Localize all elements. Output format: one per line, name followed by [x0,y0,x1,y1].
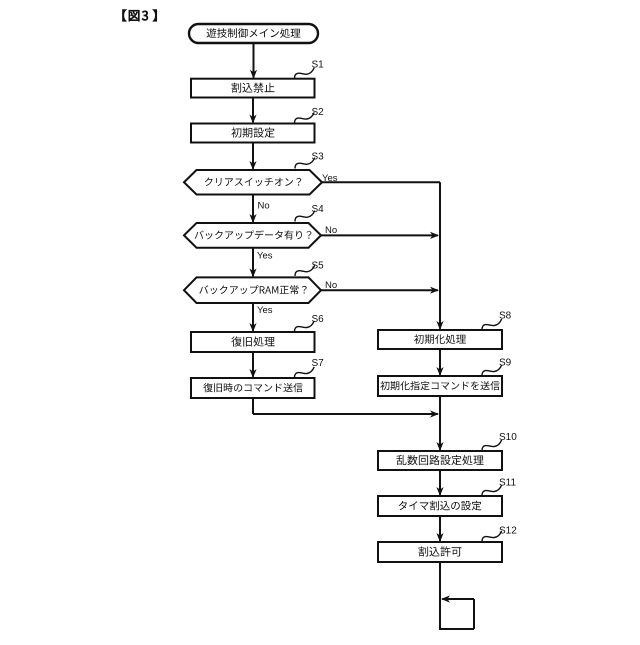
svg-text:S10: S10 [499,432,517,443]
svg-text:S6: S6 [312,314,325,325]
svg-text:S12: S12 [499,526,517,537]
svg-text:S5: S5 [312,261,325,272]
svg-text:S8: S8 [499,310,512,321]
svg-text:Yes: Yes [257,305,273,316]
svg-text:S4: S4 [312,204,325,215]
svg-text:No: No [258,201,270,212]
svg-text:S9: S9 [499,358,512,369]
svg-text:No: No [325,280,337,291]
svg-text:Yes: Yes [257,251,273,262]
svg-text:S1: S1 [312,60,325,71]
svg-text:S11: S11 [499,478,516,489]
svg-text:S3: S3 [312,152,325,163]
svg-text:S2: S2 [312,107,325,118]
svg-text:Yes: Yes [322,173,338,184]
svg-text:No: No [325,225,337,236]
svg-text:S7: S7 [312,358,325,369]
